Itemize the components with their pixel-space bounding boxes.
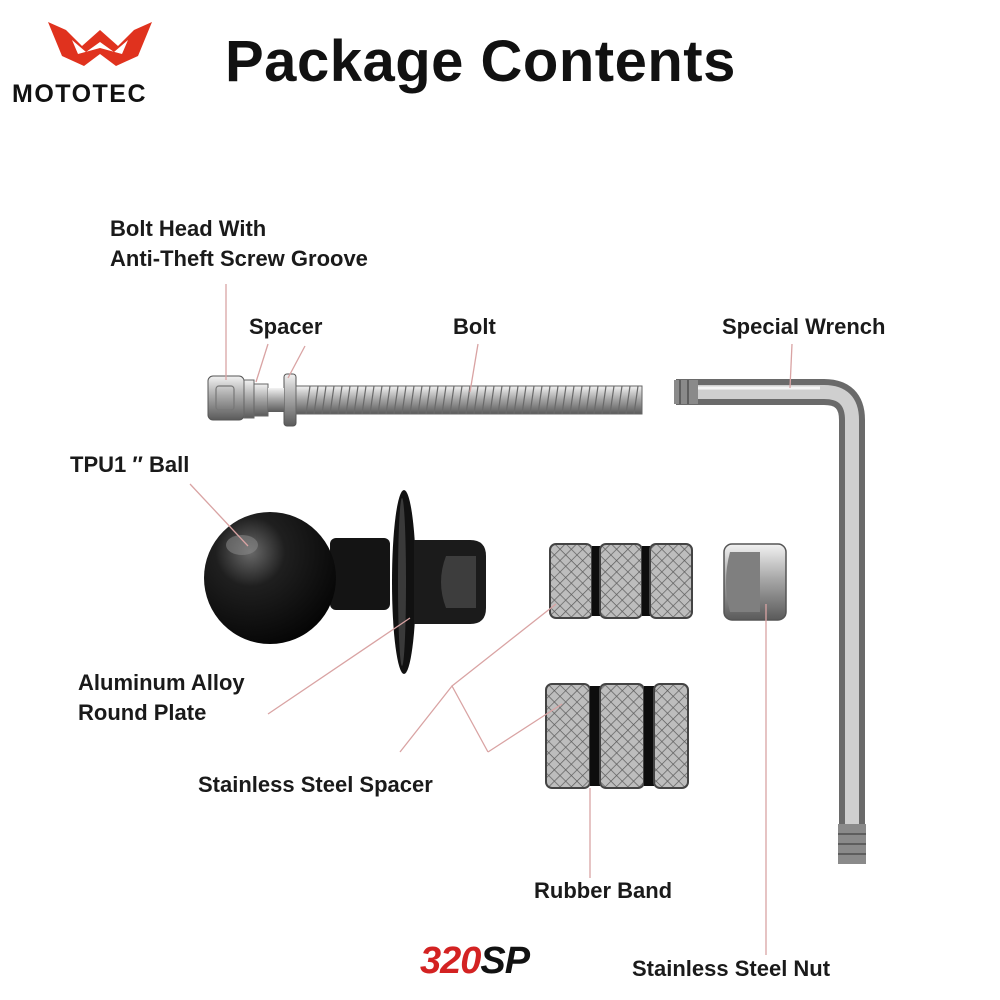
label-bolt-head-line1: Bolt Head With (110, 216, 267, 241)
stainless-nut-image (723, 543, 787, 621)
label-spacer: Spacer (249, 314, 323, 339)
tpu-ball-image (204, 490, 486, 674)
leader-lines (189, 284, 793, 955)
badge-suffix: SP (480, 940, 530, 982)
mototec-logo-icon (48, 22, 152, 66)
label-tpu-ball: TPU1 ″ Ball (70, 452, 190, 477)
bolt-image (207, 373, 643, 427)
label-stainless-nut: Stainless Steel Nut (632, 956, 831, 981)
stainless-spacer-top-image (549, 543, 693, 619)
badge-number: 320 (420, 940, 481, 982)
page-title: Package Contents (225, 29, 736, 94)
label-stainless-spacer: Stainless Steel Spacer (198, 772, 433, 797)
label-bolt-head: Bolt Head With Anti-Theft Screw Groove (110, 214, 368, 274)
brand-name: MOTOTEC (12, 80, 148, 108)
label-bolt: Bolt (453, 314, 496, 339)
320sp-badge: 320SP (420, 940, 530, 983)
label-special-wrench: Special Wrench (722, 314, 886, 339)
label-bolt-head-line2: Anti-Theft Screw Groove (110, 246, 368, 271)
special-wrench-image (674, 379, 866, 864)
label-round-plate-line2: Round Plate (78, 700, 207, 725)
label-rubber-band: Rubber Band (534, 878, 673, 903)
stainless-spacer-bottom-image (545, 683, 689, 789)
label-round-plate-line1: Aluminum Alloy (78, 670, 245, 695)
label-round-plate: Aluminum Alloy Round Plate (78, 668, 245, 728)
